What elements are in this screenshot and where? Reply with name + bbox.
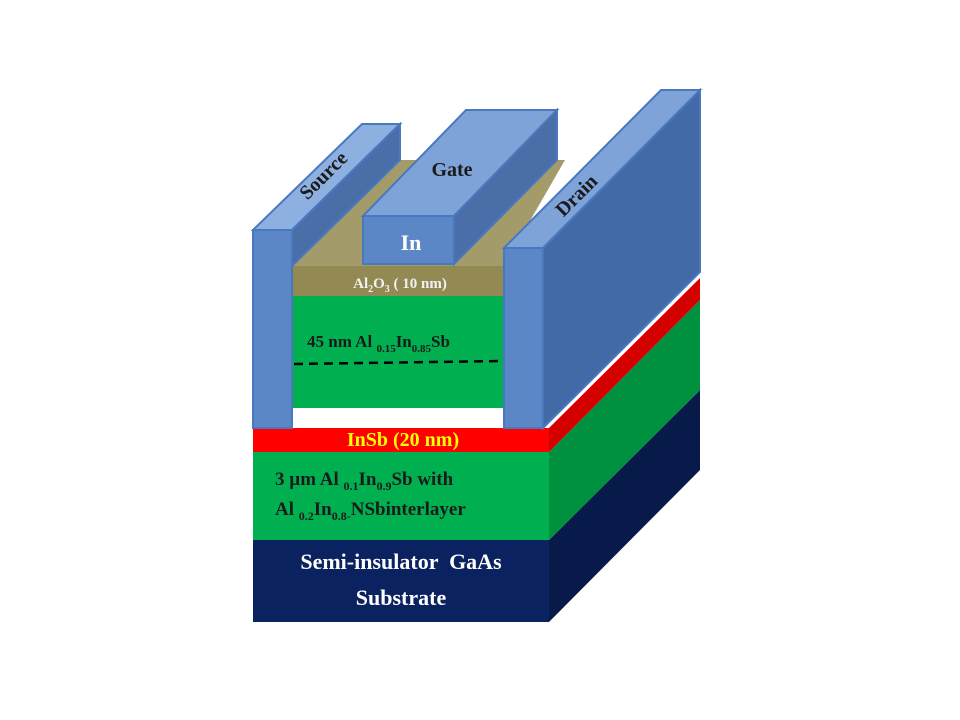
gate-metal-label: In	[401, 230, 422, 255]
buffer-label-line1: 3 µm Al 0.1In0.9Sb with	[275, 469, 454, 493]
drain-contact	[501, 87, 703, 431]
buffer-label-line2: Al 0.2In0.8-NSbinterlayer	[275, 499, 466, 523]
source-contact	[250, 121, 403, 429]
buffer-layer	[253, 300, 700, 540]
substrate-layer	[253, 390, 700, 622]
channel-label: InSb (20 nm)	[347, 429, 459, 451]
oxide-label: Al2O3 ( 10 nm)	[353, 276, 447, 295]
gate-contact	[360, 107, 560, 267]
gate-label: Gate	[431, 159, 472, 181]
barrier-layer	[292, 296, 504, 408]
substrate-label-line1: Semi-insulator GaAs	[300, 549, 502, 574]
barrier-label: 45 nm Al 0.15In0.85Sb	[307, 332, 450, 355]
channel-layer	[253, 278, 700, 452]
delta-doping-dashed-line	[293, 359, 503, 366]
substrate-label-line2: Substrate	[356, 585, 447, 610]
